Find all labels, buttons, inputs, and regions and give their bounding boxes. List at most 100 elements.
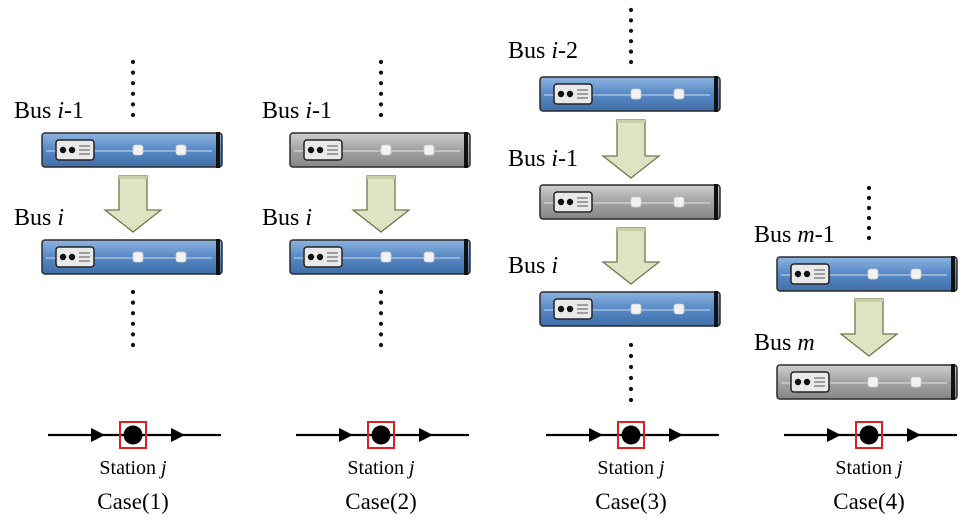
direction-arrow-icon xyxy=(91,428,105,442)
bus-windshield xyxy=(55,139,95,161)
headlight-icon xyxy=(316,253,324,261)
bus-label: Bus i xyxy=(14,206,64,230)
ellipsis-dot xyxy=(378,332,384,337)
roof-light-icon xyxy=(380,144,392,156)
headlight-icon xyxy=(307,253,315,261)
bus-inactive xyxy=(289,132,471,168)
bus-windshield xyxy=(303,246,343,268)
label-prefix: Station xyxy=(835,457,898,479)
label-suffix: -1 xyxy=(558,146,579,172)
bus-rear-bumper xyxy=(216,132,220,168)
label-variable: i xyxy=(551,38,559,64)
ellipsis-dot xyxy=(628,59,634,65)
station-label: Station j xyxy=(835,458,902,478)
bus-rear-bumper xyxy=(951,256,955,292)
direction-arrow-icon xyxy=(339,428,353,442)
ellipsis-dots xyxy=(866,185,872,241)
ellipsis-dot xyxy=(378,91,384,96)
station-box xyxy=(855,421,883,449)
down-arrow-top xyxy=(617,228,645,231)
ellipsis-dot xyxy=(866,205,872,211)
bus-windshield xyxy=(553,83,593,105)
bus-inactive xyxy=(539,184,721,220)
down-arrow-icon xyxy=(601,119,661,179)
down-arrow-icon xyxy=(351,175,411,233)
ellipsis-dot xyxy=(130,311,136,316)
station-box xyxy=(119,421,147,449)
bus-rear-bumper xyxy=(714,76,718,112)
label-prefix: Bus xyxy=(508,253,552,279)
ellipsis-dots xyxy=(130,289,136,348)
station-dot-icon xyxy=(859,425,879,445)
bus-windshield xyxy=(790,263,830,285)
label-prefix: Bus xyxy=(754,222,798,248)
ellipsis-dot xyxy=(130,102,136,107)
ellipsis-dot xyxy=(378,102,384,107)
headlight-icon xyxy=(557,198,565,206)
station-box xyxy=(617,421,645,449)
case-caption: Case(2) xyxy=(345,489,417,514)
label-variable: i xyxy=(305,98,313,124)
ellipsis-dot xyxy=(130,342,136,348)
ellipsis-dot xyxy=(130,112,136,118)
ellipsis-dot xyxy=(628,397,634,403)
headlight-icon xyxy=(794,378,802,386)
roof-light-icon xyxy=(630,303,642,315)
bus-label: Bus m xyxy=(754,331,815,355)
ellipsis-dot xyxy=(130,300,136,305)
station-label: Station j xyxy=(597,458,664,478)
bus-active xyxy=(41,239,223,275)
headlight-icon xyxy=(557,90,565,98)
headlight-icon xyxy=(803,270,811,278)
down-arrow-icon xyxy=(601,227,661,285)
ellipsis-dot xyxy=(378,311,384,316)
label-suffix: -1 xyxy=(64,98,85,124)
label-prefix: Bus xyxy=(14,98,58,124)
bus-label: Bus i-1 xyxy=(262,99,332,123)
label-variable: i xyxy=(305,205,313,231)
bus-windshield xyxy=(553,191,593,213)
ellipsis-dot xyxy=(866,185,872,191)
station-box xyxy=(367,421,395,449)
down-arrow-top xyxy=(367,176,395,179)
down-arrow-top xyxy=(617,120,645,123)
down-arrow-top xyxy=(119,176,147,179)
roof-light-icon xyxy=(132,251,144,263)
ellipsis-dots xyxy=(130,59,136,118)
down-arrow-icon xyxy=(839,298,899,357)
bus-active xyxy=(776,256,958,292)
ellipsis-dot xyxy=(628,364,634,370)
label-prefix: Station xyxy=(597,457,660,479)
station-label: Station j xyxy=(347,458,414,478)
label-variable: i xyxy=(57,98,65,124)
ellipsis-dot xyxy=(130,321,136,326)
station-dot-icon xyxy=(621,425,641,445)
headlight-icon xyxy=(566,90,574,98)
bus-active xyxy=(539,76,721,112)
station-dot-icon xyxy=(371,425,391,445)
down-arrow-shape xyxy=(351,175,411,233)
ellipsis-dot xyxy=(130,70,136,75)
label-prefix: Bus xyxy=(14,205,58,231)
station-dot-icon xyxy=(123,425,143,445)
label-prefix: Station xyxy=(99,457,162,479)
headlight-icon xyxy=(316,146,324,154)
ellipsis-dot xyxy=(628,7,634,13)
label-suffix: -2 xyxy=(558,38,579,64)
headlight-icon xyxy=(59,253,67,261)
down-arrow-icon xyxy=(103,175,163,233)
label-prefix: Bus xyxy=(262,98,306,124)
direction-arrow-icon xyxy=(907,428,921,442)
bus-label: Bus i xyxy=(262,206,312,230)
direction-arrow-icon xyxy=(589,428,603,442)
headlight-icon xyxy=(566,305,574,313)
roof-light-icon xyxy=(380,251,392,263)
ellipsis-dots xyxy=(628,342,634,403)
roof-light-icon xyxy=(630,88,642,100)
case-2-panel xyxy=(289,59,471,449)
ellipsis-dot xyxy=(628,28,634,33)
ellipsis-dot xyxy=(866,215,872,221)
down-arrow-shape xyxy=(839,298,899,357)
bus-rear-bumper xyxy=(216,239,220,275)
